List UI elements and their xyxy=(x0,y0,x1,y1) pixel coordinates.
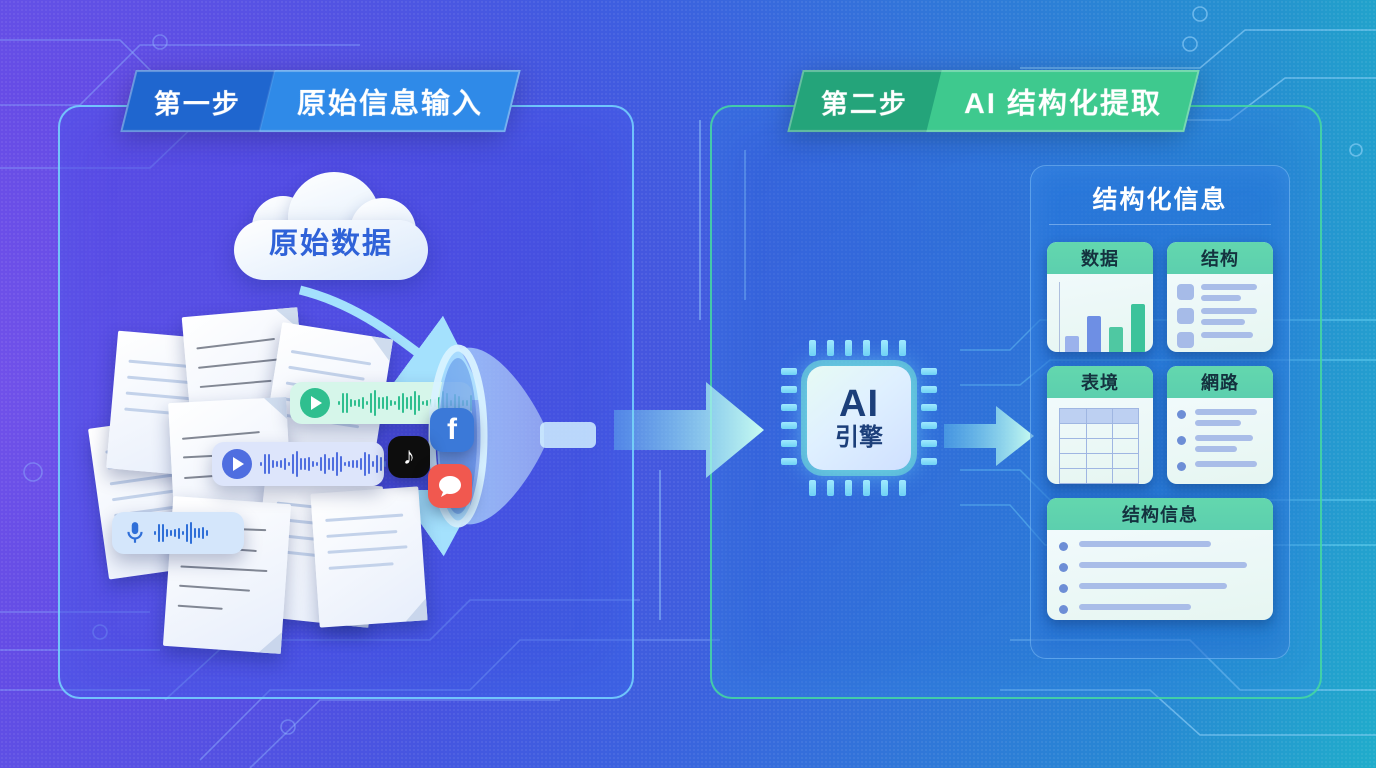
step-one-banner: 第一步 原始信息输入 xyxy=(120,70,521,132)
step-two-banner: 第二步 AI 结构化提取 xyxy=(787,70,1200,132)
card-network[interactable]: 網路 xyxy=(1167,366,1273,484)
chip-pin-top xyxy=(899,340,906,356)
chip-pin-left xyxy=(781,458,797,465)
chip-pin-left xyxy=(781,404,797,411)
arrow-to-ai-engine xyxy=(614,382,764,478)
chip-pin-bottom xyxy=(881,480,888,496)
structured-info-panel: 结构化信息 数据 结构 xyxy=(1030,165,1290,659)
speech-bubble-icon xyxy=(439,476,461,497)
facebook-glyph: f xyxy=(447,413,457,446)
messages-icon[interactable] xyxy=(428,464,472,508)
tiktok-icon[interactable]: ♪ xyxy=(388,436,430,478)
step-two-title-segment: AI 结构化提取 xyxy=(926,70,1200,132)
table-grid xyxy=(1059,408,1139,484)
card-structure-title: 结构 xyxy=(1167,242,1273,274)
table-graphic xyxy=(1047,398,1153,484)
card-data[interactable]: 数据 xyxy=(1047,242,1153,352)
bar-3 xyxy=(1109,327,1123,352)
ai-engine-chip: AI 引擎 xyxy=(781,340,937,496)
arrow-to-structured-panel xyxy=(944,406,1034,466)
voice-memo-chip[interactable] xyxy=(112,512,244,554)
chip-pin-top xyxy=(827,340,834,356)
chip-pin-bottom xyxy=(809,480,816,496)
wide-bullet-list xyxy=(1047,530,1273,620)
step-one-number-segment: 第一步 xyxy=(120,70,275,132)
chip-pin-top xyxy=(809,340,816,356)
chip-pin-left xyxy=(781,422,797,429)
card-structure[interactable]: 结构 xyxy=(1167,242,1273,352)
bar-1 xyxy=(1065,336,1079,352)
bar-2 xyxy=(1087,316,1101,352)
microphone-icon xyxy=(122,520,148,546)
chip-pin-top xyxy=(881,340,888,356)
chip-pin-bottom xyxy=(827,480,834,496)
card-network-title: 網路 xyxy=(1167,366,1273,398)
chip-pin-right xyxy=(921,368,937,375)
play-icon[interactable] xyxy=(222,449,252,479)
bar-4 xyxy=(1131,304,1145,352)
chip-pin-top xyxy=(845,340,852,356)
step-one-number: 第一步 xyxy=(154,88,241,119)
facebook-icon[interactable]: f xyxy=(430,408,474,452)
chip-pin-right xyxy=(921,422,937,429)
ai-engine-label: 引擎 xyxy=(835,423,883,451)
chip-pin-left xyxy=(781,368,797,375)
document-page xyxy=(310,486,428,628)
structured-info-title: 结构化信息 xyxy=(1092,186,1228,214)
raw-data-cloud: 原始数据 xyxy=(232,172,430,284)
chip-pin-bottom xyxy=(863,480,870,496)
card-data-title: 数据 xyxy=(1047,242,1153,274)
card-structural-info-title: 结构信息 xyxy=(1047,498,1273,530)
card-structural-info[interactable]: 结构信息 xyxy=(1047,498,1273,620)
play-icon[interactable] xyxy=(300,388,330,418)
step-two-title: AI 结构化提取 xyxy=(964,88,1163,120)
waveform-mic xyxy=(154,520,208,546)
cloud-base xyxy=(234,220,428,280)
card-table-title: 表境 xyxy=(1047,366,1153,398)
waveform-blue xyxy=(260,451,386,477)
icon-list xyxy=(1167,274,1273,352)
tiktok-glyph: ♪ xyxy=(403,443,415,470)
audio-clip-blue[interactable] xyxy=(212,442,386,486)
step-one-title-segment: 原始信息输入 xyxy=(259,70,521,132)
chip-pin-right xyxy=(921,404,937,411)
bar-chart xyxy=(1047,274,1153,352)
step-two-number: 第二步 xyxy=(821,88,908,119)
step-two-number-segment: 第二步 xyxy=(787,70,942,132)
chip-pin-bottom xyxy=(899,480,906,496)
ai-chip-core: AI 引擎 xyxy=(807,366,911,470)
chip-pin-right xyxy=(921,440,937,447)
chip-pin-top xyxy=(863,340,870,356)
chip-pin-left xyxy=(781,440,797,447)
step-one-title: 原始信息输入 xyxy=(297,88,484,120)
chip-pin-bottom xyxy=(845,480,852,496)
flow-arrow-top xyxy=(298,285,480,400)
card-table[interactable]: 表境 xyxy=(1047,366,1153,484)
ai-label: AI xyxy=(839,382,879,425)
chip-pin-left xyxy=(781,386,797,393)
cloud-label: 原始数据 xyxy=(268,228,393,260)
cloud-shape xyxy=(232,172,430,284)
chip-pin-right xyxy=(921,386,937,393)
bullet-list xyxy=(1167,398,1273,484)
chip-pin-right xyxy=(921,458,937,465)
title-divider xyxy=(1049,224,1271,225)
